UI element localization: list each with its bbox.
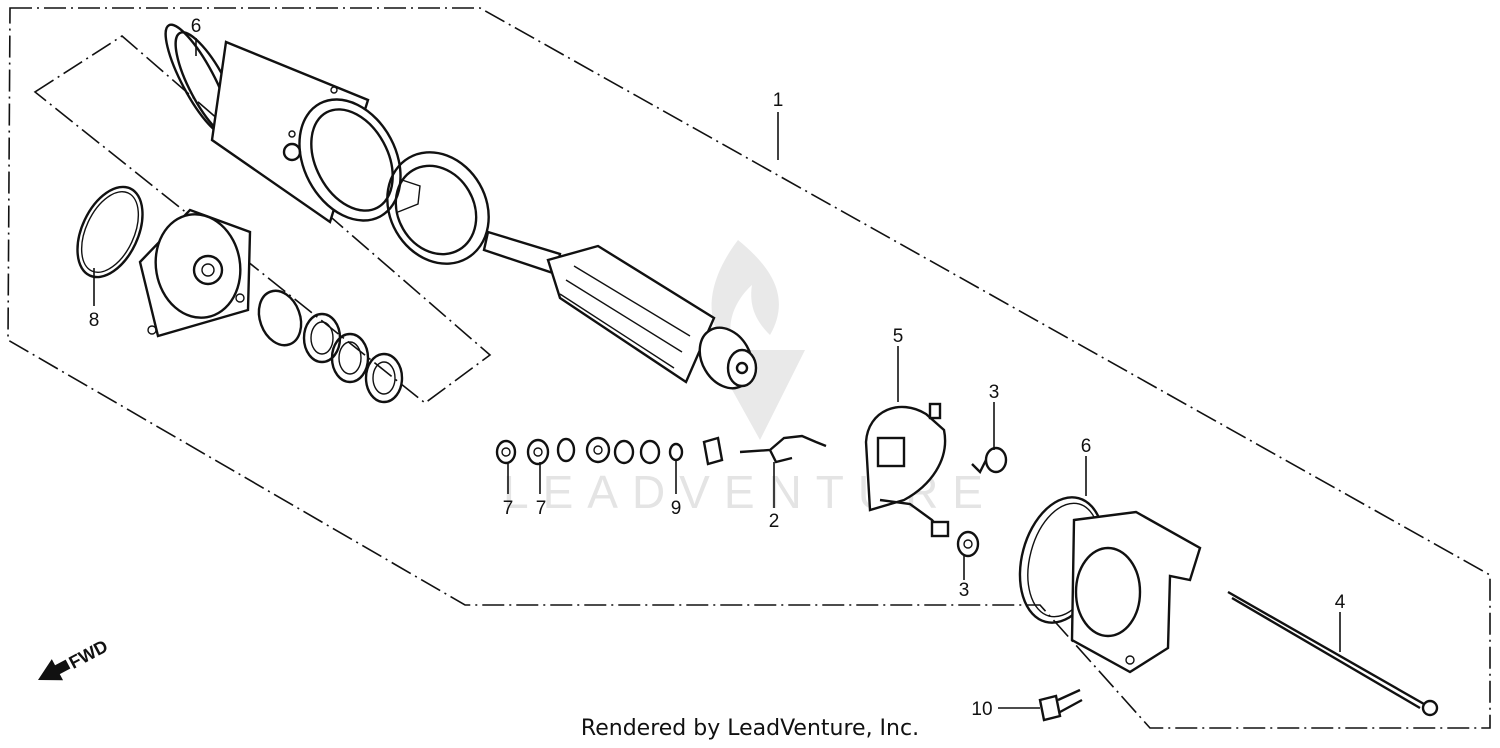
callout-6-top: 6 <box>191 16 202 37</box>
seal-kit-outline <box>33 35 492 405</box>
leader-lines <box>93 38 1341 709</box>
front-cover <box>76 185 252 338</box>
callouts: 6 1 8 5 3 6 7 7 9 2 3 4 10 <box>89 16 1346 720</box>
render-credit: Rendered by LeadVenture, Inc. <box>581 716 919 741</box>
callout-3-upper: 3 <box>989 382 1000 403</box>
fwd-label: FWD <box>66 636 112 673</box>
brush-spring-lower <box>956 530 980 558</box>
hardware-row <box>495 434 827 466</box>
fwd-arrow-icon <box>38 659 71 681</box>
flange-bolt <box>1038 688 1083 722</box>
starter-assembly-outline <box>7 7 1491 729</box>
callout-10: 10 <box>971 699 992 720</box>
washers-set <box>257 289 404 404</box>
motor-case <box>164 23 402 224</box>
callout-6-lower: 6 <box>1081 436 1092 457</box>
magnet-ring <box>386 151 490 265</box>
callout-3-lower: 3 <box>959 580 970 601</box>
callout-4: 4 <box>1335 592 1346 613</box>
callout-5: 5 <box>893 326 904 347</box>
fwd-indicator: FWD <box>38 636 112 681</box>
flame-logo-icon <box>711 240 779 355</box>
callout-8: 8 <box>89 310 100 331</box>
callout-9: 9 <box>671 498 682 519</box>
callout-7-left: 7 <box>503 498 514 519</box>
rear-cover <box>1018 496 1202 674</box>
callout-1: 1 <box>773 90 784 111</box>
callout-2: 2 <box>769 511 780 532</box>
brush-holder <box>864 402 950 538</box>
callout-7-right: 7 <box>536 498 547 519</box>
through-bolt <box>1227 590 1439 717</box>
brush-spring-upper <box>971 446 1008 475</box>
armature <box>482 230 758 390</box>
